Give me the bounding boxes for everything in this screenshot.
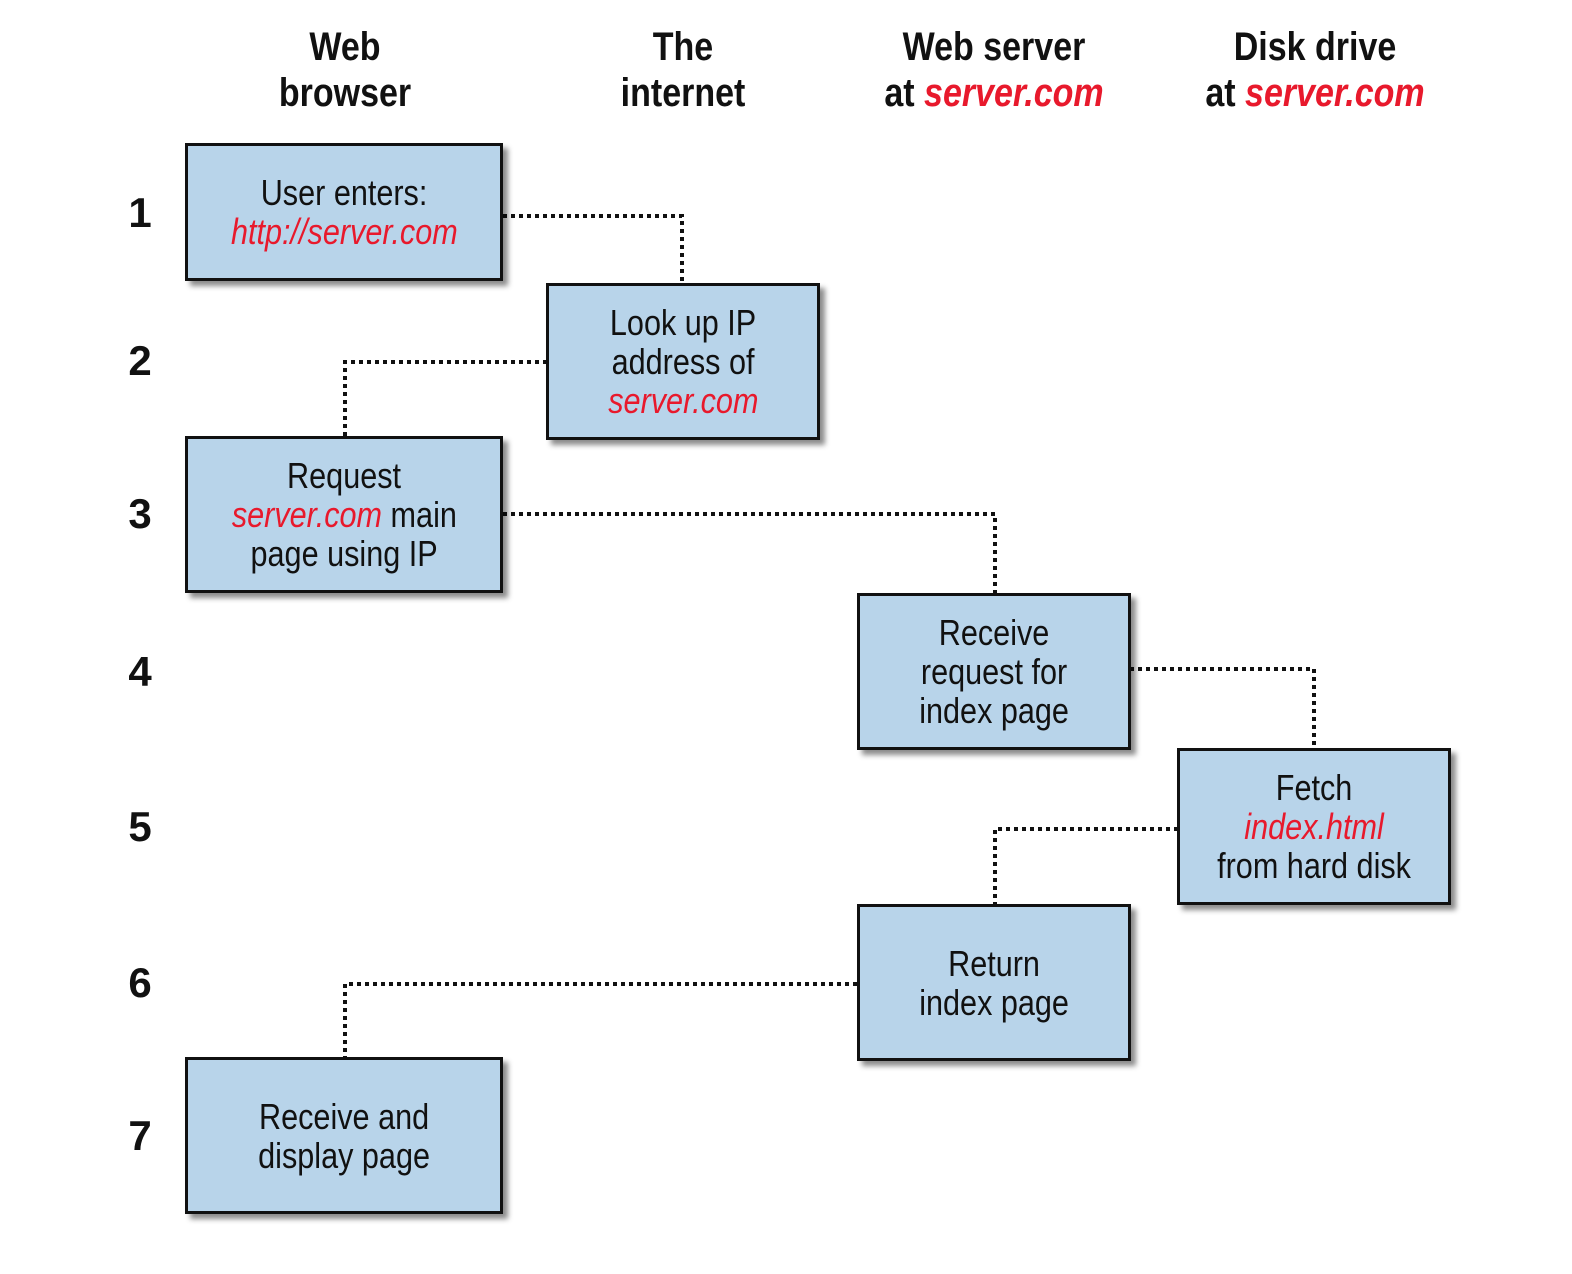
step-box-lookup-ip: Look up IP address of server.com [546, 283, 820, 440]
step-number-6: 6 [128, 959, 152, 1006]
box-text: display page [258, 1134, 430, 1176]
column-header-internet: The internet [547, 24, 819, 116]
step-box-receive-request: Receive request for index page [857, 593, 1131, 750]
column-header-text: at [1205, 71, 1246, 115]
step-number-1: 1 [128, 189, 152, 236]
connector-5-to-6 [993, 827, 1178, 905]
step-number-3: 3 [128, 490, 152, 537]
box-text: request for [920, 651, 1068, 692]
column-header-domain: server.com [924, 71, 1104, 115]
column-header-line: Web [309, 25, 381, 69]
connector-6-to-7 [343, 982, 857, 1058]
box-text: Look up IP [609, 302, 757, 343]
box-domain: server.com [231, 494, 382, 535]
box-text: index page [919, 690, 1069, 731]
box-text: Receive [938, 612, 1050, 653]
box-text: from hard disk [1217, 845, 1411, 886]
column-header-line: Web server [902, 25, 1086, 69]
column-header-line: at server.com [1179, 70, 1451, 116]
step-box-fetch-index: Fetch index.html from hard disk [1177, 748, 1451, 905]
column-header-text: internet [620, 71, 746, 115]
column-header-line: browser [209, 70, 481, 116]
box-text: page using IP [250, 533, 438, 574]
box-text: address of [611, 341, 755, 382]
step-box-user-enters: User enters: http://server.com [185, 143, 503, 281]
column-header-line: internet [547, 70, 819, 116]
column-header-web-server: Web server at server.com [858, 24, 1130, 116]
column-header-text: browser [278, 71, 412, 115]
step-box-receive-display: Receive and display page [185, 1057, 503, 1214]
step-number-2: 2 [128, 337, 152, 384]
step-number-4: 4 [128, 648, 152, 695]
step-number-7: 7 [128, 1112, 152, 1159]
connector-3-to-4 [503, 512, 997, 594]
step-box-request-page: Request server.com main page using IP [185, 436, 503, 593]
box-text: Return [948, 942, 1040, 984]
box-text: Fetch [1275, 767, 1353, 808]
box-text: main [381, 494, 457, 535]
box-text: index page [919, 981, 1069, 1023]
connector-2-to-3 [343, 360, 547, 437]
step-box-return-index: Return index page [857, 904, 1131, 1061]
column-header-web-browser: Web browser [209, 24, 481, 116]
column-header-disk-drive: Disk drive at server.com [1179, 24, 1451, 116]
column-header-line: at server.com [858, 70, 1130, 116]
box-domain: server.com [607, 380, 759, 421]
box-text: User enters: [260, 172, 428, 213]
column-header-text: at [884, 71, 925, 115]
box-filename: index.html [1244, 806, 1384, 847]
step-number-5: 5 [128, 803, 152, 850]
column-header-line: The [652, 25, 714, 69]
column-header-line: Disk drive [1233, 25, 1397, 69]
box-text: Request [287, 455, 401, 496]
column-header-domain: server.com [1245, 71, 1425, 115]
connector-4-to-5 [1130, 667, 1316, 749]
connector-1-to-2 [503, 214, 684, 284]
box-text-mixed: server.com main [231, 495, 456, 534]
box-url: http://server.com [230, 211, 458, 252]
box-text: Receive and [258, 1095, 430, 1137]
